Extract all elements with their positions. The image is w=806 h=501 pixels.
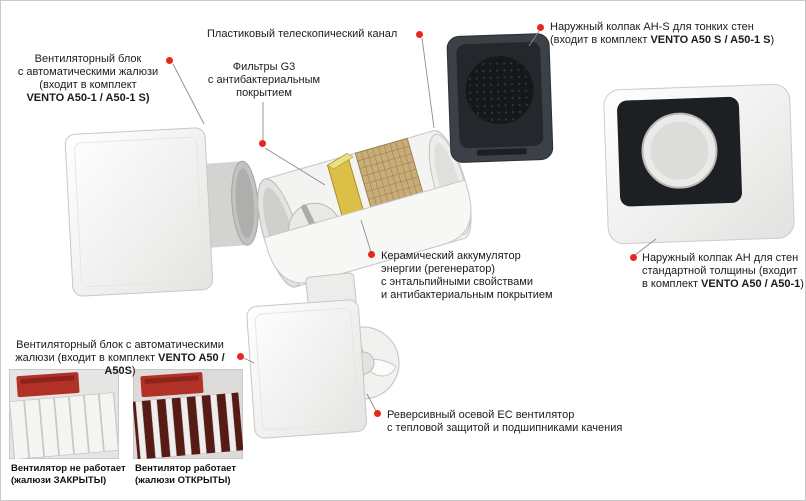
label-fan-block-a50-1: Вентиляторный блок с автоматическими жал… — [7, 53, 169, 105]
connector-dot — [537, 24, 544, 31]
label-line: с антибактериальным — [207, 74, 321, 86]
label-line: в комплект VENTO A50 / A50-1) — [642, 278, 804, 290]
louvers-open-image — [132, 369, 244, 464]
ventilator-block-a50-1-image — [59, 113, 259, 303]
louvers-open-svg — [132, 369, 244, 460]
louvers-open-slats — [132, 392, 244, 460]
label-hood-ah-s: Наружный колпак AH-S для тонких стен (вх… — [550, 21, 790, 47]
label-line: Реверсивный осевой EC вентилятор — [387, 409, 575, 421]
louvers-closed-image — [8, 369, 120, 464]
label-line: Керамический аккумулятор — [381, 250, 521, 262]
label-hood-ah: Наружный колпак AH для стен стандартной … — [642, 252, 805, 291]
telescopic-channel-image — [247, 123, 482, 308]
ventilator-block-a50-image — [243, 269, 408, 454]
outdoor-hood-ahs-image — [439, 25, 564, 180]
label-line: жалюзи (входит в комплект VENTO A50 / A5… — [15, 352, 225, 377]
label-ceramic-regenerator: Керамический аккумулятор энергии (регене… — [381, 250, 571, 302]
caption-line: Вентилятор работает — [135, 463, 236, 474]
label-line: (входит в комплект VENTO A50 S / A50-1 S… — [550, 34, 775, 46]
connector-dot — [166, 57, 173, 64]
hood-duct-hole-inner — [650, 121, 709, 180]
label-line: Пластиковый телескопический канал — [207, 28, 398, 40]
front-panel — [246, 299, 368, 439]
connector-dot — [630, 254, 637, 261]
caption-line: (жалюзи ЗАКРЫТЫ) — [11, 474, 107, 486]
shutter-motor-icon — [140, 372, 204, 398]
label-line: Наружный колпак AH-S для тонких стен — [550, 21, 754, 33]
connector-dot — [368, 251, 375, 258]
louvers-closed-slats — [8, 392, 120, 460]
label-ec-fan: Реверсивный осевой EC вентилятор с тепло… — [387, 409, 642, 435]
label-line: с энтальпийными свойствами — [381, 276, 533, 288]
label-line: с тепловой защитой и подшипниками качени… — [387, 422, 623, 434]
connector-dot — [259, 140, 266, 147]
outdoor-hood-ah-image — [594, 79, 804, 256]
label-line: стандартной толщины (входит — [642, 265, 798, 277]
label-telescopic-channel: Пластиковый телескопический канал — [207, 28, 422, 41]
caption-line: (жалюзи ОТКРЫТЫ) — [135, 474, 231, 486]
telescopic-channel-svg — [257, 130, 472, 288]
label-line: покрытием — [236, 87, 292, 99]
label-line: Вентиляторный блок с автоматическими — [16, 339, 224, 351]
connector-line — [421, 37, 435, 129]
label-line: Фильтры G3 — [232, 61, 296, 73]
connector-dot — [416, 31, 423, 38]
label-line: (входит в комплект — [39, 79, 137, 91]
label-filters-g3: Фильтры G3 с антибактериальным покрытием — [204, 61, 324, 100]
label-fan-block-a50: Вентиляторный блок с автоматическими жал… — [3, 339, 237, 378]
connector-dot — [237, 353, 244, 360]
label-line: VENTO A50-1 / A50-1 S) — [26, 92, 150, 104]
connector-dot — [374, 410, 381, 417]
ventilator-block-a50-1-svg — [64, 127, 259, 297]
caption-louvers-open: Вентилятор работает (жалюзи ОТКРЫТЫ) — [135, 463, 255, 486]
grille-dots — [466, 57, 533, 124]
hood-vent-slit — [476, 148, 527, 156]
label-line: энергии (регенератор) — [381, 263, 496, 275]
outdoor-hood-ah-svg — [603, 83, 795, 245]
outdoor-hood-ahs-svg — [446, 33, 554, 163]
front-panel — [64, 127, 214, 297]
caption-louvers-closed: Вентилятор не работает (жалюзи ЗАКРЫТЫ) — [11, 463, 131, 486]
louvers-closed-svg — [8, 369, 120, 460]
ventilator-block-a50-svg — [246, 272, 400, 439]
label-line: с автоматическими жалюзи — [17, 66, 159, 78]
caption-line: Вентилятор не работает — [11, 463, 126, 474]
shutter-motor-icon — [16, 372, 80, 398]
label-line: Наружный колпак AH для стен — [642, 252, 799, 264]
label-line: Вентиляторный блок — [34, 53, 142, 65]
label-line: и антибактериальным покрытием — [381, 289, 553, 301]
